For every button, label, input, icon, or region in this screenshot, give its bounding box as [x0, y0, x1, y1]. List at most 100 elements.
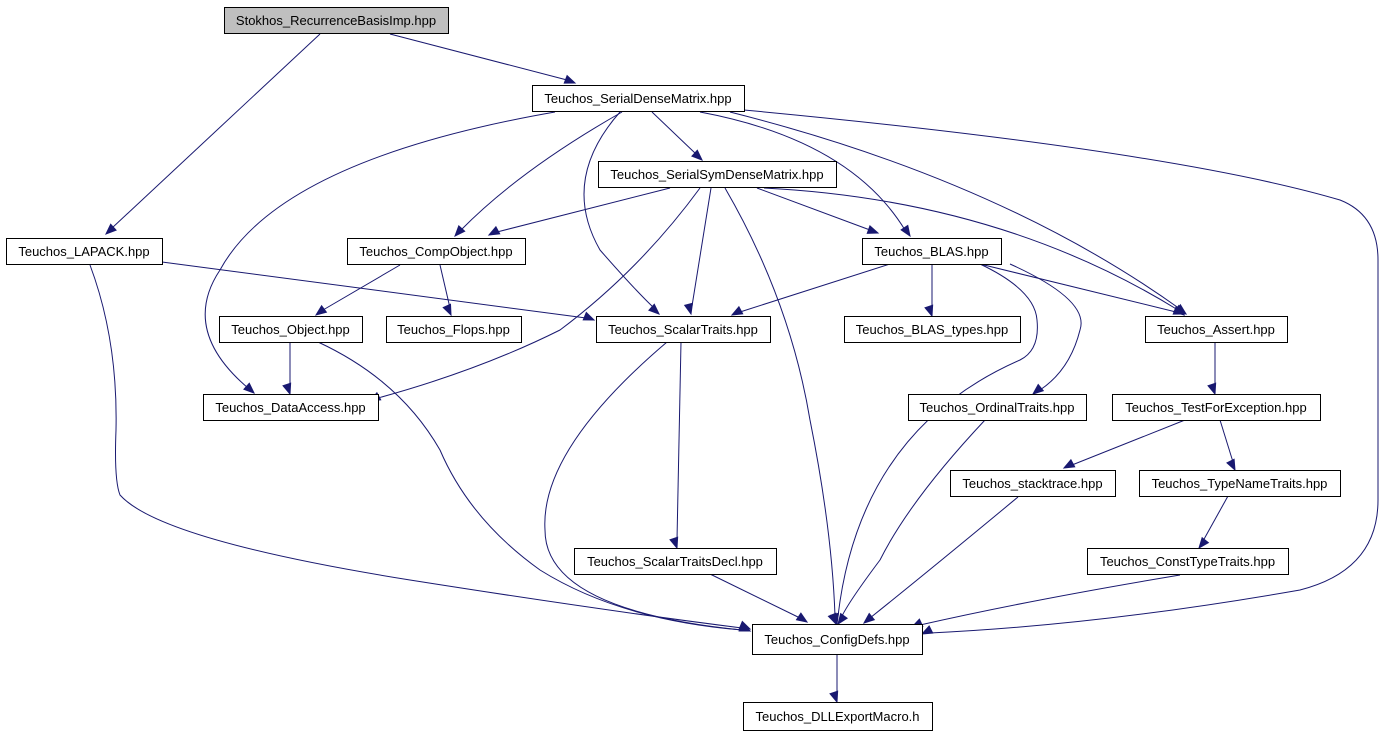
edge-line: [111, 33, 321, 229]
node-type-name-traits[interactable]: Teuchos_TypeNameTraits.hpp: [1139, 470, 1341, 497]
node-lapack[interactable]: Teuchos_LAPACK.hpp: [6, 238, 163, 265]
node-flops[interactable]: Teuchos_Flops.hpp: [386, 316, 522, 343]
edge-blas-to-assert: [979, 263, 1186, 315]
arrowhead-icon: [900, 224, 911, 238]
edge-blas-to-ordinal_traits: [1009, 263, 1082, 395]
arrowhead-icon: [648, 303, 660, 315]
node-label: Teuchos_ScalarTraits.hpp: [608, 322, 758, 337]
edge-line: [1071, 419, 1186, 466]
node-label: Teuchos_Assert.hpp: [1157, 322, 1275, 337]
edge-serial_dense_matrix-to-config_defs: [743, 109, 1379, 635]
edge-blas-to-blas_types: [924, 264, 934, 318]
arrowhead-icon: [105, 223, 117, 235]
node-label: Teuchos_Object.hpp: [231, 322, 350, 337]
node-label: Teuchos_ConstTypeTraits.hpp: [1100, 554, 1275, 569]
node-box: [224, 7, 449, 34]
arrowhead-icon: [795, 612, 809, 623]
arrowhead-icon: [683, 302, 694, 316]
node-serial-dense-matrix[interactable]: Teuchos_SerialDenseMatrix.hpp: [532, 85, 745, 112]
edge-line: [544, 341, 743, 631]
node-stacktrace[interactable]: Teuchos_stacktrace.hpp: [950, 470, 1116, 497]
node-box: [532, 85, 745, 112]
edge-scalar_traits_decl-to-config_defs: [709, 573, 809, 623]
node-box: [596, 316, 771, 343]
arrowhead-icon: [924, 304, 934, 318]
edge-blas-to-config_defs: [829, 263, 1038, 626]
arrowhead-icon: [837, 612, 849, 626]
node-comp-object[interactable]: Teuchos_CompObject.hpp: [347, 238, 526, 265]
node-dll-export-macro[interactable]: Teuchos_DLLExportMacro.h: [743, 702, 933, 731]
edge-line: [691, 187, 712, 307]
edge-serial_dense_matrix-to-serial_sym_dense_matrix: [651, 111, 703, 161]
edge-serial_dense_matrix-to-data_access: [204, 111, 556, 394]
edge-line: [89, 264, 743, 629]
edge-line: [724, 187, 836, 617]
node-scalar-traits[interactable]: Teuchos_ScalarTraits.hpp: [596, 316, 771, 343]
edge-stokhos_recurrence-to-lapack: [105, 33, 321, 235]
edge-serial_sym_dense_matrix-to-scalar_traits: [683, 187, 712, 316]
arrowhead-icon: [454, 225, 466, 237]
node-assert[interactable]: Teuchos_Assert.hpp: [1145, 316, 1288, 343]
edge-type_name_traits-to-const_type_traits: [1198, 495, 1229, 550]
node-box: [844, 316, 1021, 343]
arrowhead-icon: [691, 149, 703, 161]
edge-stacktrace-to-config_defs: [862, 496, 1019, 624]
node-label: Teuchos_BLAS.hpp: [874, 244, 988, 259]
node-box: [347, 238, 526, 265]
node-const-type-traits[interactable]: Teuchos_ConstTypeTraits.hpp: [1087, 548, 1289, 575]
edge-scalar_traits-to-config_defs: [544, 341, 752, 632]
node-scalar-traits-decl[interactable]: Teuchos_ScalarTraitsDecl.hpp: [574, 548, 777, 575]
node-label: Teuchos_OrdinalTraits.hpp: [920, 400, 1075, 415]
node-label: Teuchos_stacktrace.hpp: [962, 476, 1102, 491]
node-label: Teuchos_Flops.hpp: [397, 322, 510, 337]
edge-line: [1219, 419, 1234, 463]
edge-serial_dense_matrix-to-assert: [729, 111, 1188, 315]
edge-line: [460, 111, 623, 231]
edge-blas-to-scalar_traits: [730, 263, 891, 316]
node-ordinal-traits[interactable]: Teuchos_OrdinalTraits.hpp: [908, 394, 1087, 421]
arrowhead-icon: [282, 382, 292, 396]
edge-object-to-data_access: [282, 342, 292, 396]
node-blas[interactable]: Teuchos_BLAS.hpp: [862, 238, 1002, 265]
node-label: Teuchos_BLAS_types.hpp: [856, 322, 1009, 337]
node-label: Teuchos_TypeNameTraits.hpp: [1152, 476, 1328, 491]
node-object[interactable]: Teuchos_Object.hpp: [219, 316, 363, 343]
edge-line: [496, 187, 671, 233]
arrowhead-icon: [563, 74, 577, 84]
node-box: [203, 394, 379, 421]
arrowhead-icon: [920, 625, 934, 635]
edge-line: [869, 496, 1019, 619]
arrowhead-icon: [738, 622, 752, 632]
edge-line: [837, 263, 1038, 617]
edge-object-to-config_defs: [317, 341, 752, 632]
node-config-defs[interactable]: Teuchos_ConfigDefs.hpp: [752, 624, 923, 655]
node-serial-sym-dense-matrix[interactable]: Teuchos_SerialSymDenseMatrix.hpp: [598, 161, 837, 188]
edge-line: [1009, 263, 1082, 391]
edge-line: [161, 261, 587, 319]
arrowhead-icon: [1207, 382, 1217, 396]
node-box: [908, 394, 1087, 421]
arrowhead-icon: [1198, 536, 1210, 550]
edge-serial_dense_matrix-to-blas: [699, 111, 911, 238]
node-box: [743, 702, 933, 731]
arrowhead-icon: [314, 304, 328, 316]
edge-ordinal_traits-to-config_defs: [837, 419, 986, 626]
edge-assert-to-test_for_exception: [1207, 342, 1217, 396]
arrowhead-icon: [829, 612, 840, 626]
arrowhead-icon: [730, 305, 744, 316]
edge-line: [204, 111, 556, 389]
node-test-for-exception[interactable]: Teuchos_TestForException.hpp: [1112, 394, 1321, 421]
node-label: Teuchos_TestForException.hpp: [1125, 400, 1306, 415]
edge-serial_sym_dense_matrix-to-blas: [756, 187, 880, 234]
edge-line: [841, 419, 986, 617]
node-data-access[interactable]: Teuchos_DataAccess.hpp: [203, 394, 379, 421]
edge-scalar_traits-to-scalar_traits_decl: [669, 341, 682, 550]
node-label: Teuchos_SerialDenseMatrix.hpp: [544, 91, 731, 106]
edge-line: [322, 264, 401, 311]
edge-line: [651, 111, 697, 155]
arrowhead-icon: [862, 612, 876, 624]
edge-line: [389, 33, 568, 81]
edge-line: [739, 263, 891, 313]
arrowhead-icon: [669, 536, 679, 550]
node-blas-types[interactable]: Teuchos_BLAS_types.hpp: [844, 316, 1021, 343]
